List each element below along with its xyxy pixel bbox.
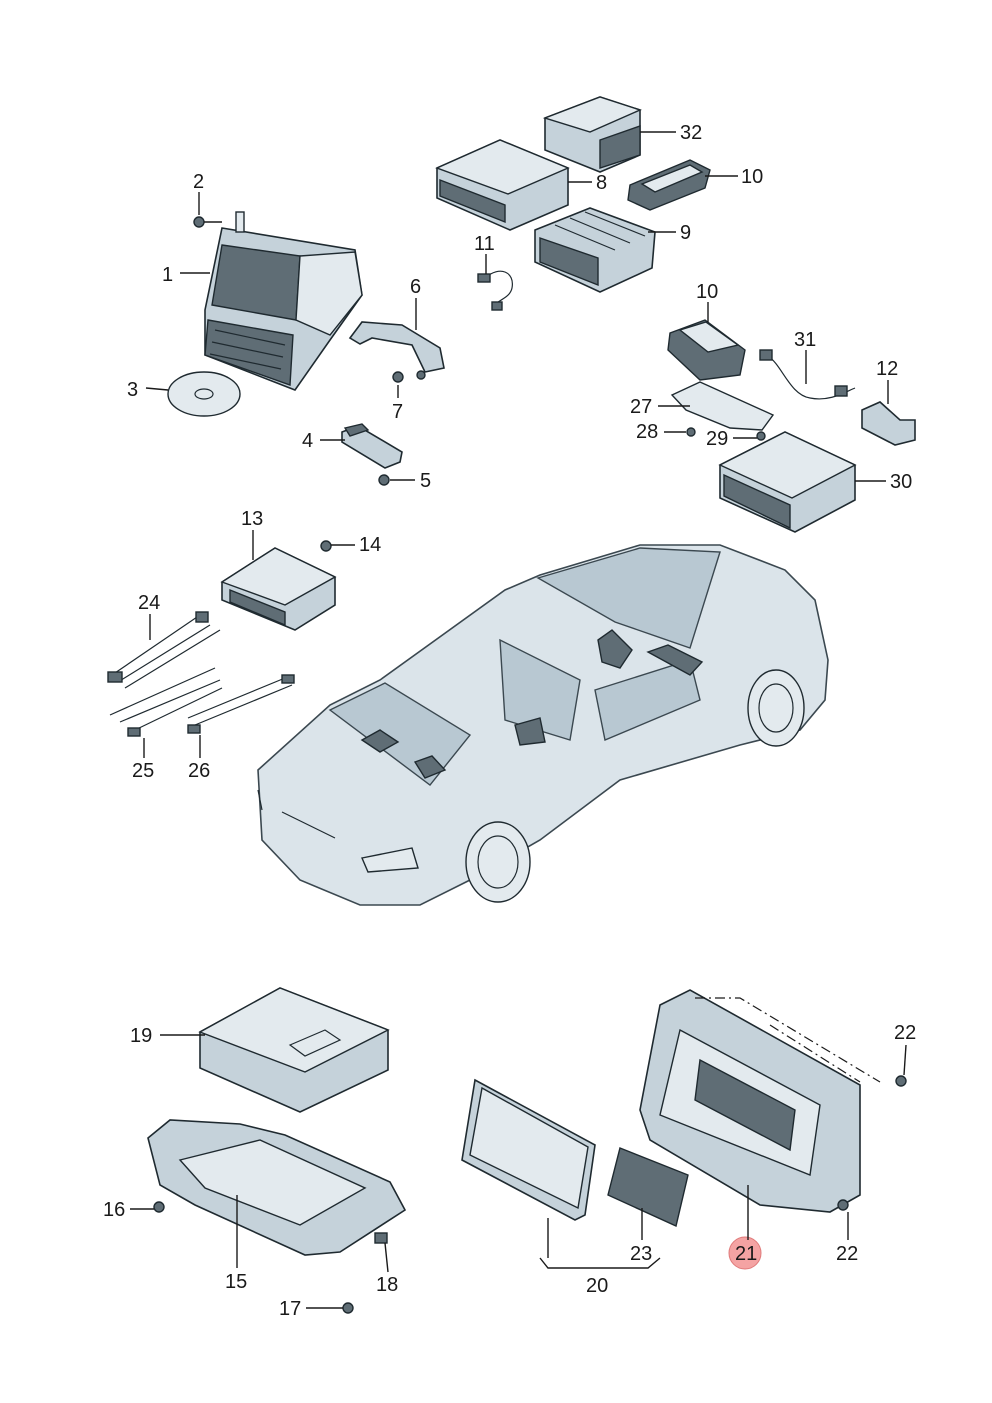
callout-7: 7 <box>392 401 403 423</box>
screw-icon <box>837 1199 849 1211</box>
callout-18: 18 <box>376 1274 398 1296</box>
callout-12: 12 <box>876 358 898 380</box>
tray-15[interactable] <box>147 1119 407 1256</box>
screw-icon <box>378 474 390 486</box>
highlight-circle-icon <box>728 1236 762 1270</box>
control-module-10-top[interactable] <box>627 159 711 211</box>
screw-14[interactable] <box>320 540 332 552</box>
callout-16: 16 <box>103 1199 125 1221</box>
callout-2: 2 <box>193 171 204 193</box>
callout-6: 6 <box>410 276 421 298</box>
harness-25[interactable] <box>109 667 223 737</box>
screw-22-top[interactable] <box>895 1075 907 1087</box>
control-module-10-right[interactable] <box>667 319 746 381</box>
leader-lines <box>130 131 907 1309</box>
callout-11: 11 <box>474 233 495 255</box>
changer-8[interactable] <box>435 139 570 231</box>
callout-3: 3 <box>127 379 138 401</box>
cable-31[interactable] <box>759 349 856 400</box>
callout-27: 27 <box>630 396 652 418</box>
callout-14: 14 <box>359 534 381 556</box>
callout-9: 9 <box>680 222 691 244</box>
screw-icon <box>342 1302 354 1314</box>
holder-9[interactable] <box>534 207 656 293</box>
callout-21: 21 <box>735 1243 757 1265</box>
callout-22-bottom: 22 <box>836 1243 858 1265</box>
screw-icon <box>320 540 332 552</box>
module-32[interactable] <box>542 96 642 173</box>
head-unit[interactable] <box>204 211 363 391</box>
callout-31: 31 <box>794 329 816 351</box>
screw-17[interactable] <box>342 1302 354 1314</box>
callout-10-top: 10 <box>741 166 763 188</box>
callout-23: 23 <box>630 1243 652 1265</box>
callout-labels: 1 2 3 4 5 6 7 8 9 10 10 11 12 13 14 15 1… <box>103 122 916 1320</box>
screw-icon <box>193 216 205 228</box>
callout-8: 8 <box>596 172 607 194</box>
callout-24: 24 <box>138 592 160 614</box>
clip-18[interactable] <box>374 1232 388 1244</box>
bracket-12[interactable] <box>861 401 916 446</box>
screw-7[interactable] <box>392 370 426 383</box>
nut-28[interactable] <box>686 427 696 437</box>
disc-3[interactable] <box>167 371 241 417</box>
harness-26[interactable] <box>187 674 295 734</box>
callout-15: 15 <box>225 1271 247 1293</box>
disc-icon <box>167 371 241 417</box>
callout-29: 29 <box>706 428 728 450</box>
callout-20: 20 <box>586 1275 608 1297</box>
bracket-27[interactable] <box>670 381 775 431</box>
callout-26: 26 <box>188 760 210 782</box>
callout-17: 17 <box>279 1298 301 1320</box>
screw-icon <box>392 371 404 383</box>
callout-5: 5 <box>420 470 431 492</box>
bracket-6[interactable] <box>348 321 445 373</box>
screw-22-bottom[interactable] <box>837 1199 849 1211</box>
screw-icon <box>895 1075 907 1087</box>
antenna-module-4[interactable] <box>341 423 403 469</box>
display-20[interactable] <box>461 1078 596 1221</box>
car-module-windshield <box>360 629 704 779</box>
cable-11[interactable] <box>477 270 513 311</box>
callout-13: 13 <box>241 508 263 530</box>
callout-1: 1 <box>162 264 173 286</box>
vehicle-illustration <box>257 544 829 906</box>
callout-30: 30 <box>890 471 912 493</box>
screw-icon <box>153 1201 165 1213</box>
screw-16[interactable] <box>153 1201 165 1213</box>
harness-24[interactable] <box>107 611 221 689</box>
screw-icon <box>756 431 766 441</box>
cover-23[interactable] <box>607 1147 689 1227</box>
screw-2[interactable] <box>193 216 222 228</box>
module-30[interactable] <box>718 431 857 533</box>
housing-21[interactable] <box>639 989 861 1213</box>
module-13[interactable] <box>220 547 337 631</box>
callout-32: 32 <box>680 122 702 144</box>
callout-4: 4 <box>302 430 313 452</box>
screw-5[interactable] <box>378 474 390 486</box>
callout-25: 25 <box>132 760 154 782</box>
control-unit-19[interactable] <box>198 987 390 1113</box>
callout-22-top: 22 <box>894 1022 916 1044</box>
callout-28: 28 <box>636 421 658 443</box>
callout-10-right: 10 <box>696 281 718 303</box>
callout-19: 19 <box>130 1025 152 1047</box>
screw-29[interactable] <box>756 431 766 441</box>
